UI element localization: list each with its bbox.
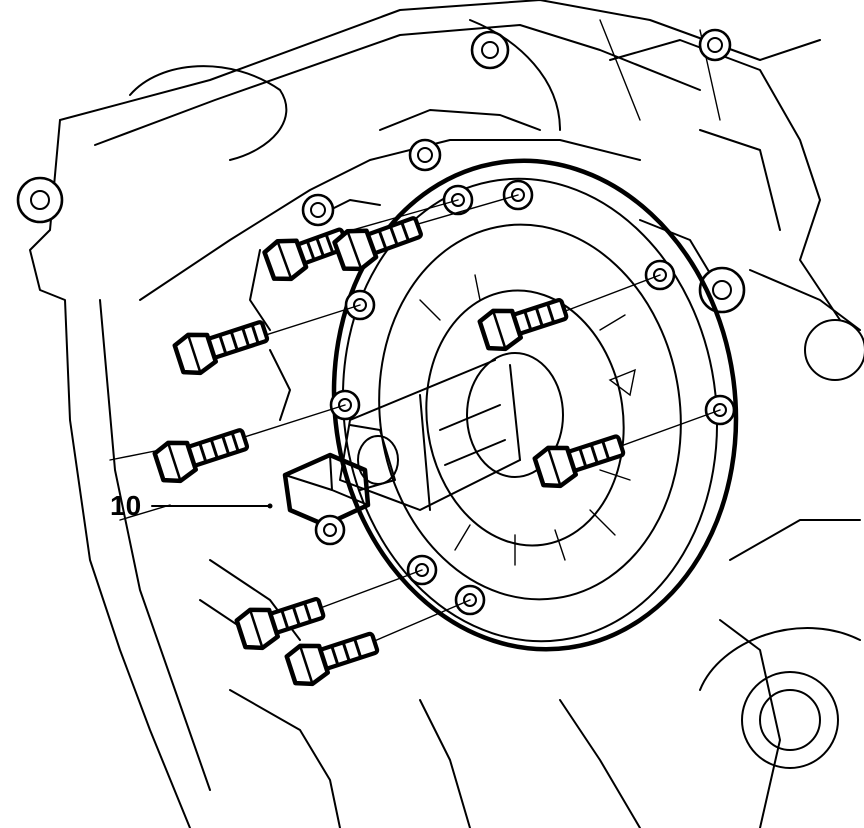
bolt-set: [152, 179, 736, 687]
bolt: [532, 434, 626, 489]
bolt: [477, 298, 569, 352]
bolt: [284, 631, 380, 687]
bolt: [234, 597, 326, 651]
bolt: [332, 216, 423, 272]
bolt-hole: [314, 514, 346, 546]
bolt: [262, 227, 350, 282]
shaft-assembly: [282, 352, 564, 528]
callout-10: 10: [110, 490, 273, 521]
pump-cover: [331, 158, 739, 652]
bolt: [172, 320, 270, 376]
leader-dot: [267, 503, 273, 509]
callout-label: 10: [110, 490, 141, 521]
bolt: [152, 428, 250, 484]
